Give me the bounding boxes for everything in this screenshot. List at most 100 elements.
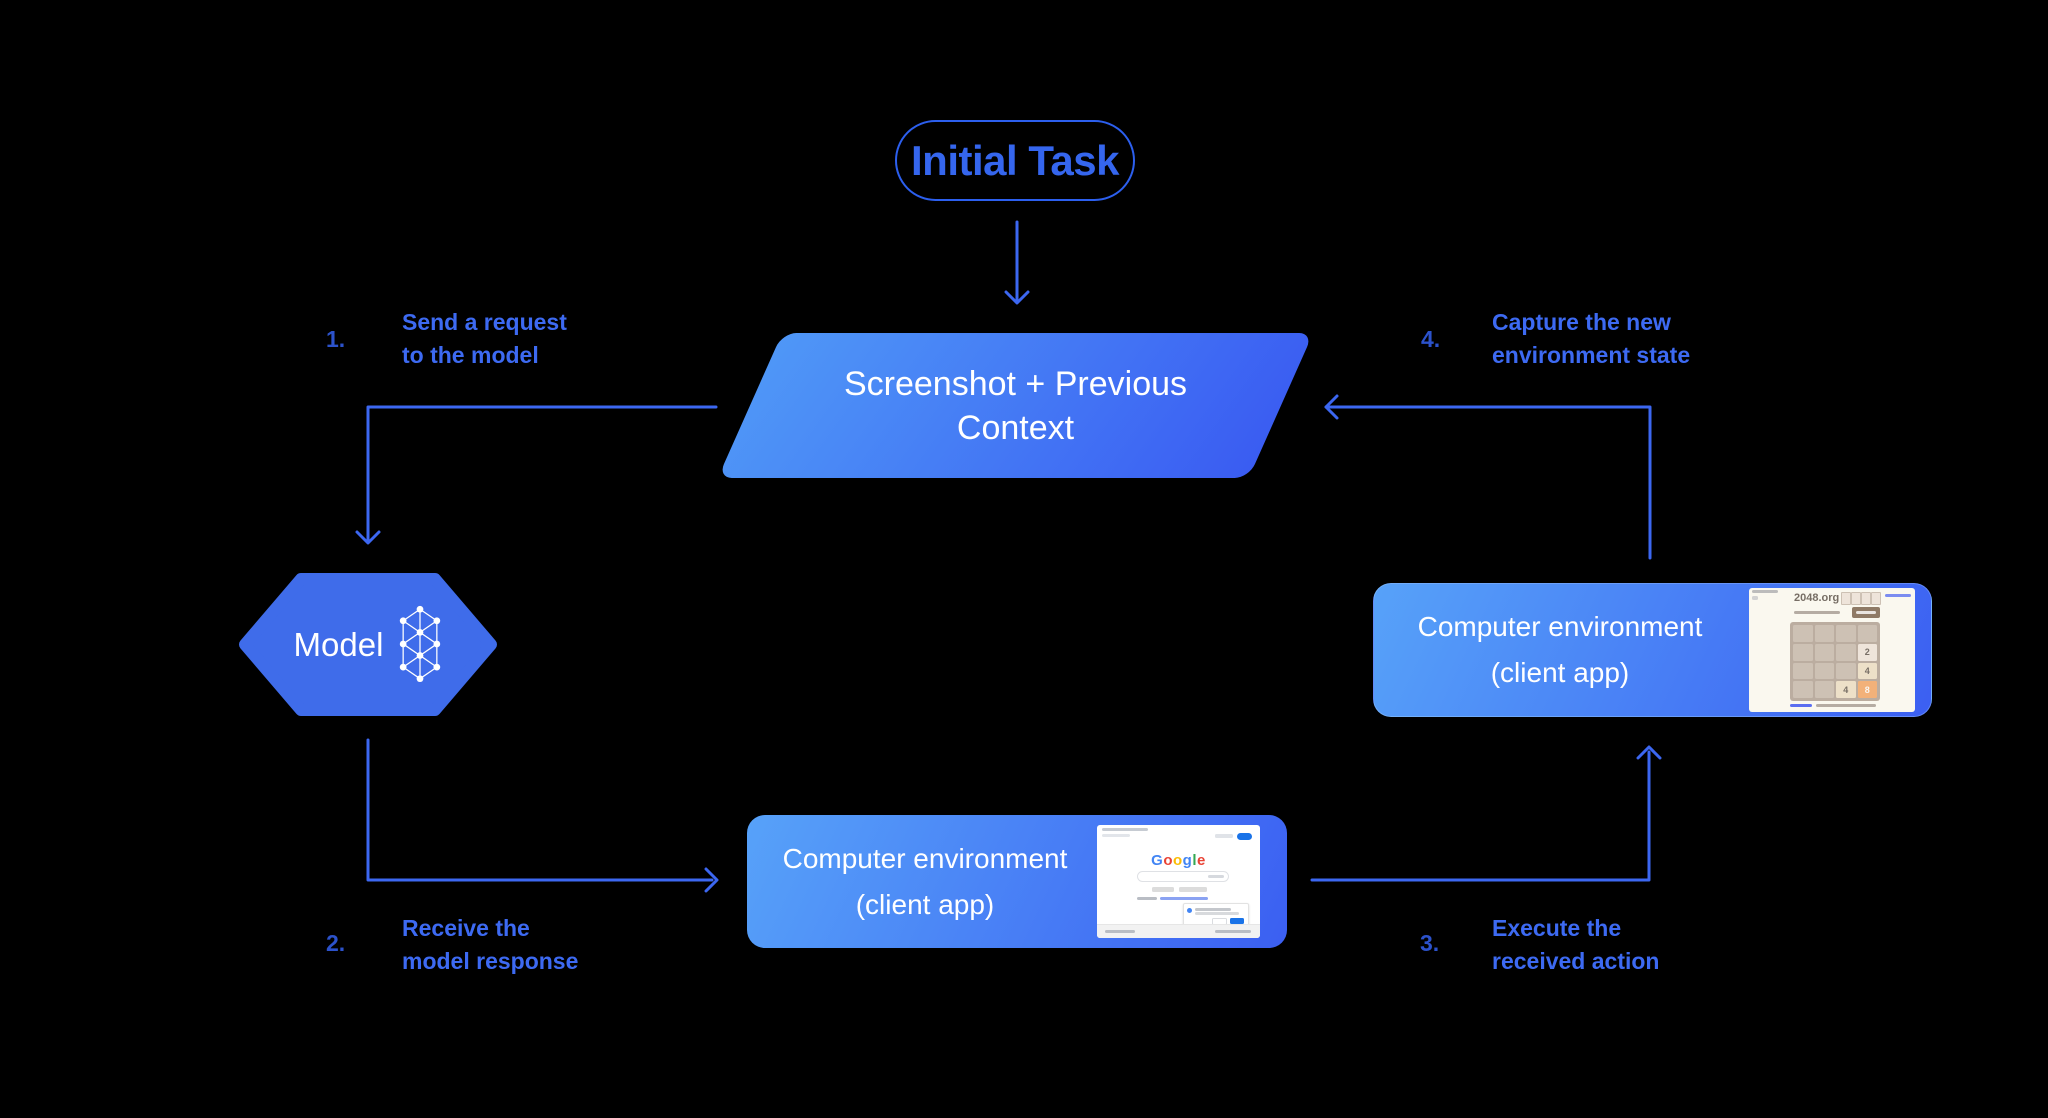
sign-in-pill <box>1237 833 1252 840</box>
env-bottom-line2: (client app) <box>855 888 995 920</box>
grid-tile <box>1857 625 1877 642</box>
score-box <box>1861 592 1871 605</box>
grid-tile-8: 8 <box>1857 681 1877 698</box>
screenshot-context-node: Screenshot + Previous Context <box>717 333 1314 478</box>
search-input <box>1137 871 1229 882</box>
game-2048-thumbnail: 2048.org 2 4 <box>1749 588 1915 712</box>
score-box <box>1841 592 1851 605</box>
grid-tile <box>1836 643 1856 661</box>
env-right-label: Computer environment (client app) <box>1374 584 1746 716</box>
google-logo-letter: o <box>1163 852 1173 869</box>
neural-network-icon <box>400 605 441 682</box>
footer-links <box>1215 930 1251 933</box>
step-2-label: Receive the model response <box>402 912 578 978</box>
google-search-button <box>1152 887 1174 892</box>
grid-tile <box>1814 625 1834 642</box>
env-right-line2: (client app) <box>1490 657 1630 688</box>
dialog-text-line <box>1195 912 1239 915</box>
new-game-button <box>1852 607 1880 618</box>
connector-context-to-model-line <box>366 405 718 542</box>
google-search-thumbnail: Google <box>1097 825 1260 938</box>
initial-task-node: Initial Task <box>895 120 1135 201</box>
score-box <box>1851 592 1861 605</box>
step-3-number: 3. <box>1420 930 1440 956</box>
step-3-line2: received action <box>1492 948 1660 974</box>
search-bar-icons <box>1208 875 1224 878</box>
grid-tile <box>1793 662 1813 680</box>
computer-environment-bottom-node: Computer environment (client app) Google <box>747 815 1287 948</box>
step-1-number: 1. <box>326 326 346 352</box>
connector-env-to-context-line <box>1324 405 1652 560</box>
grid-tile <box>1836 625 1856 642</box>
feeling-lucky-button <box>1179 887 1207 892</box>
footer-links <box>1105 930 1135 933</box>
step-2-number: 2. <box>326 930 346 956</box>
browser-url-bar <box>1102 834 1130 837</box>
google-logo-letter: G <box>1151 852 1164 869</box>
grid-tile <box>1793 681 1813 698</box>
sign-in-dialog <box>1183 903 1249 928</box>
step-1-line2: to the model <box>402 342 539 368</box>
browser-tab-bar <box>1102 828 1148 831</box>
screenshot-context-line2: Context <box>956 408 1075 447</box>
step-1-label: Send a request to the model <box>402 306 567 372</box>
arrowhead-right-icon <box>704 867 719 893</box>
model-node-shape <box>239 573 497 716</box>
hexagon-shape <box>239 573 497 716</box>
header-links <box>1885 594 1911 597</box>
env-right-line1: Computer environment <box>1417 611 1703 642</box>
game-grid: 2 4 4 8 <box>1790 622 1880 701</box>
grid-tile <box>1814 643 1834 661</box>
google-logo-letter: l <box>1192 852 1197 869</box>
connector-env-to-env-line <box>1310 750 1651 882</box>
grid-tile <box>1836 662 1856 680</box>
google-logo-letter: e <box>1197 852 1206 869</box>
grid-tile <box>1814 662 1834 680</box>
step-4-line2: environment state <box>1492 342 1691 368</box>
dialog-sign-in-button <box>1230 918 1244 924</box>
footer-link <box>1790 704 1812 707</box>
step-3-label: Execute the received action <box>1492 912 1659 978</box>
site-title: 2048.org <box>1794 592 1840 604</box>
screenshot-context-label: Screenshot + Previous Context <box>750 333 1281 478</box>
step-4-label: Capture the new environment state <box>1492 306 1690 372</box>
step-4-number: 4. <box>1421 326 1441 352</box>
browser-menu-icon <box>1215 834 1233 838</box>
screenshot-context-line1: Screenshot + Previous <box>843 364 1188 403</box>
arrowhead-down-icon <box>1004 290 1030 305</box>
language-links <box>1160 897 1208 900</box>
browser-chrome-icon <box>1752 596 1758 600</box>
grid-tile <box>1814 681 1834 698</box>
grid-tile-2: 2 <box>1857 643 1877 661</box>
grid-tile <box>1793 625 1813 642</box>
google-logo-letter: o <box>1172 852 1183 869</box>
google-logo: Google <box>1097 852 1260 869</box>
connector-model-to-env-line <box>366 738 714 882</box>
google-footer <box>1097 924 1260 938</box>
google-g-icon <box>1187 908 1192 913</box>
offered-in-text <box>1137 897 1157 900</box>
initial-task-label: Initial Task <box>911 136 1119 184</box>
footer-text <box>1816 704 1876 707</box>
new-game-label-bar <box>1856 611 1876 614</box>
env-bottom-line1: Computer environment <box>782 842 1068 874</box>
step-2-line1: Receive the <box>402 915 530 941</box>
score-box <box>1871 592 1881 605</box>
step-2-line2: model response <box>402 948 579 974</box>
grid-tile <box>1793 643 1813 661</box>
step-4-line1: Capture the new <box>1492 309 1671 335</box>
arrowhead-down-icon <box>355 530 381 545</box>
arrowhead-left-icon <box>1324 394 1339 420</box>
grid-tile-4: 4 <box>1836 681 1856 698</box>
dialog-text-line <box>1195 908 1231 911</box>
step-3-line1: Execute the <box>1492 915 1622 941</box>
browser-chrome-text <box>1752 590 1778 593</box>
tagline-text <box>1794 611 1840 614</box>
model-node: Model <box>239 572 497 717</box>
google-logo-letter: g <box>1182 852 1193 869</box>
grid-tile-4: 4 <box>1857 662 1877 680</box>
env-bottom-label: Computer environment (client app) <box>747 815 1103 948</box>
computer-environment-right-node: Computer environment (client app) 2048.o… <box>1373 583 1932 717</box>
